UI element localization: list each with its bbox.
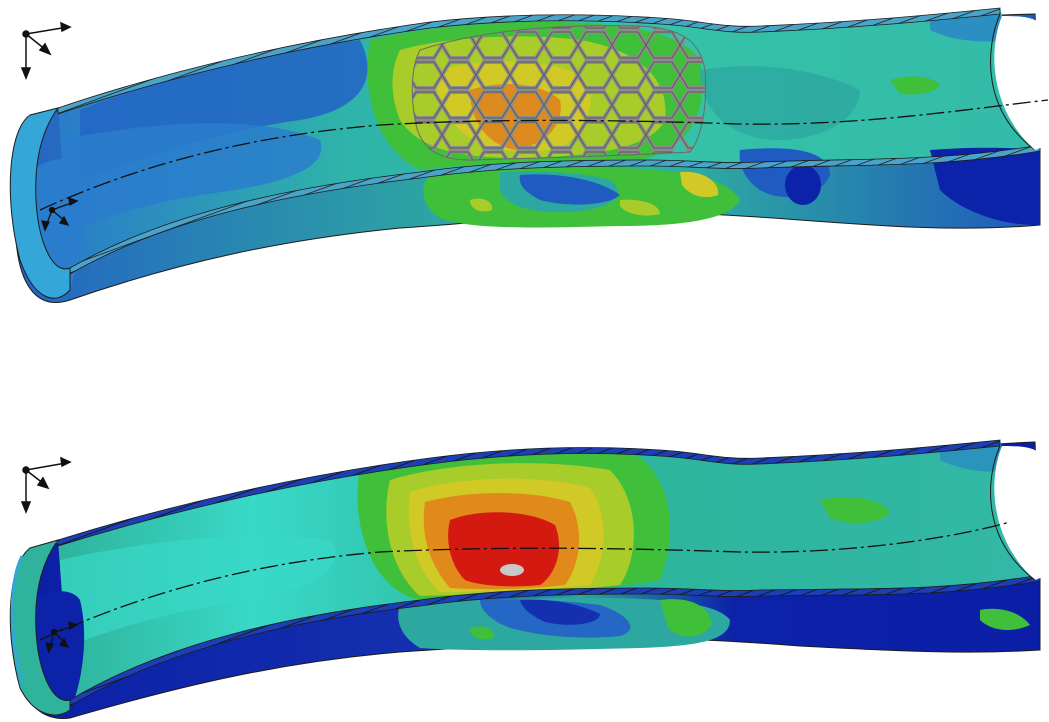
- bottom-vessel-panel: [9, 439, 1048, 719]
- vessel-open-end: [9, 539, 71, 716]
- top-vessel-panel: [9, 7, 1049, 303]
- local-triad-icon: [45, 621, 79, 654]
- vessel-centerline: [39, 99, 1049, 211]
- local-triad-icon: [41, 197, 79, 232]
- vessel-open-end: [9, 107, 71, 299]
- coordinate-triad-icon: [20, 456, 72, 515]
- vessel-wall-cut-bottom: [69, 574, 1041, 707]
- stress-contours-outer: [20, 147, 1040, 292]
- stress-contours-inner: [60, 444, 1015, 650]
- coordinate-triad-icon: [20, 21, 72, 81]
- stent-mesh: [411, 25, 707, 161]
- vessel-wall-cut-bottom: [69, 144, 1041, 275]
- vessel-far-end: [990, 13, 1036, 151]
- vessel-centerline: [39, 521, 1011, 641]
